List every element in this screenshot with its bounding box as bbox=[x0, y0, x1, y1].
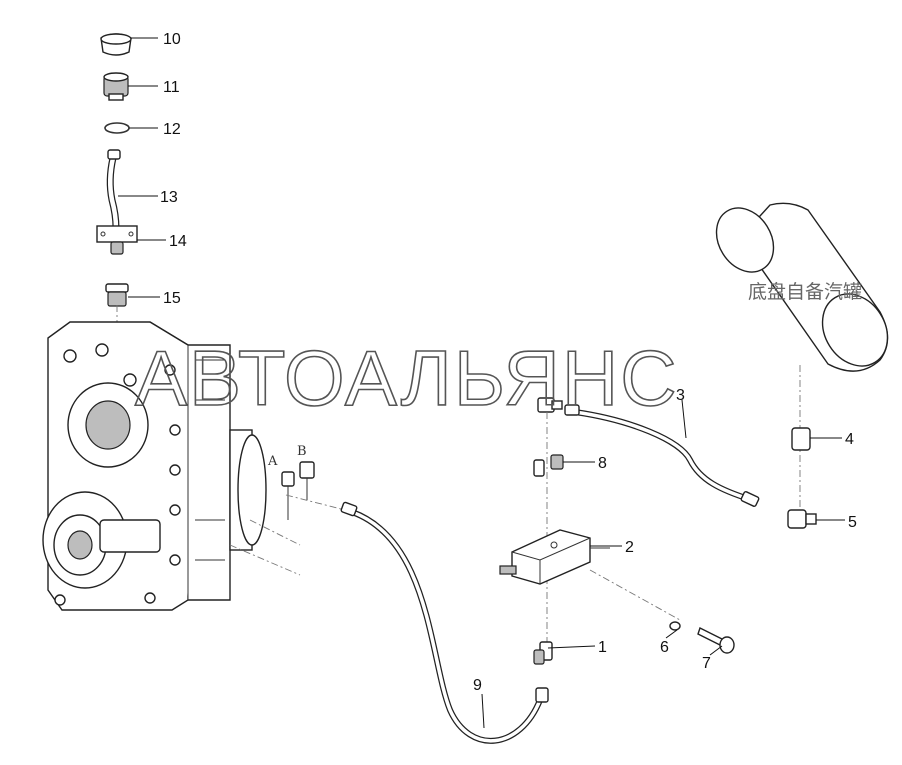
port-fitting-a bbox=[281, 471, 295, 520]
callout-1: 1 bbox=[598, 639, 607, 656]
bracket-part-14 bbox=[96, 225, 138, 255]
elbow-part-5 bbox=[787, 509, 817, 529]
hose-part-3 bbox=[564, 404, 760, 507]
callout-14: 14 bbox=[169, 233, 187, 250]
callout-6: 6 bbox=[660, 639, 669, 656]
washer-part-6 bbox=[669, 621, 681, 631]
callout-15: 15 bbox=[163, 290, 181, 307]
callout-5: 5 bbox=[848, 514, 857, 531]
watermark: АВТОАЛЬЯНС bbox=[135, 334, 679, 422]
fitting-part-8 bbox=[533, 454, 564, 477]
fitting-part-1 bbox=[533, 641, 553, 665]
solenoid-valve-part-2 bbox=[499, 529, 610, 585]
tank-label: 底盘自备汽罐 bbox=[748, 281, 862, 303]
callout-8: 8 bbox=[598, 455, 607, 472]
callout-9: 9 bbox=[473, 677, 482, 694]
port-label-b: B bbox=[297, 444, 307, 459]
hose-part-9 bbox=[340, 501, 549, 744]
callout-13: 13 bbox=[160, 189, 178, 206]
air-tank bbox=[715, 202, 889, 372]
fitting-part-4 bbox=[791, 427, 811, 451]
cap-part-10 bbox=[100, 33, 132, 56]
callout-2: 2 bbox=[625, 539, 634, 556]
o-ring-part-12 bbox=[104, 122, 130, 134]
callout-4: 4 bbox=[845, 431, 854, 448]
leader-lines bbox=[118, 37, 845, 729]
callout-11: 11 bbox=[163, 79, 180, 96]
callout-7: 7 bbox=[702, 655, 711, 672]
tee-fitting bbox=[537, 397, 563, 413]
callout-12: 12 bbox=[163, 121, 181, 138]
port-label-a: A bbox=[267, 454, 278, 469]
callout-3: 3 bbox=[676, 387, 685, 404]
bolt-part-7 bbox=[697, 627, 735, 654]
callout-10: 10 bbox=[163, 31, 181, 48]
nut-part-11 bbox=[103, 72, 129, 101]
port-fitting-b bbox=[299, 461, 315, 500]
gearbox-housing bbox=[42, 321, 267, 611]
fitting-part-15 bbox=[105, 283, 129, 307]
pipe-part-13 bbox=[106, 149, 121, 229]
